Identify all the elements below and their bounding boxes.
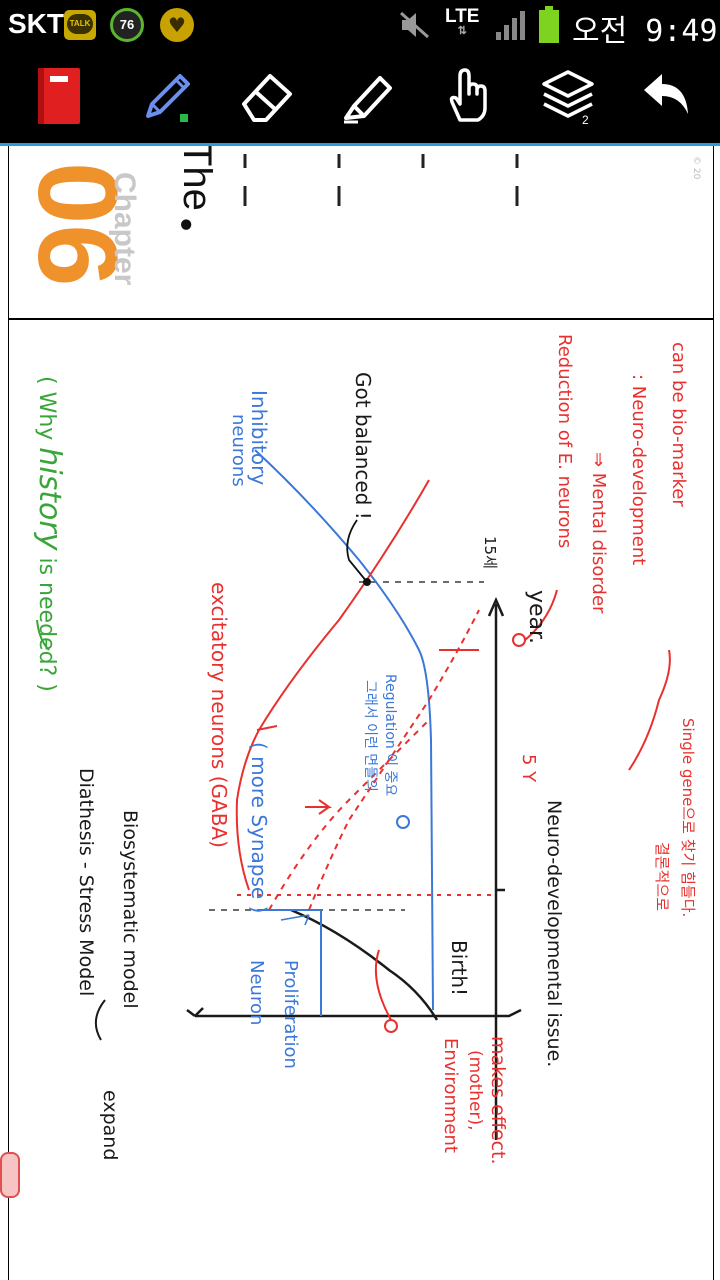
regulation-label-2: Regulation 이 중요: [382, 674, 398, 797]
eraser-icon[interactable]: [236, 64, 300, 128]
diagram-axes: [186, 596, 522, 1140]
expand-note: expand: [99, 1090, 121, 1161]
y-axis-line: [195, 1008, 522, 1018]
battery-icon: [539, 6, 559, 43]
slide-dashes: [243, 154, 519, 206]
pen-icon[interactable]: [136, 64, 200, 128]
conclusion-label-2: Single gene으로 찾기 힘들다.: [679, 718, 697, 918]
mute-icon: [400, 11, 429, 39]
fifteen-tick-label: 15세: [481, 536, 499, 569]
note-page[interactable]: 06 Chapter The • © 20: [0, 146, 720, 1280]
biosystematic-model: Biosystematic model: [119, 810, 141, 1009]
expand-arrow: [94, 999, 106, 1041]
neuron-label: Neuron: [246, 960, 267, 1026]
environment-label-3: makes effect.: [487, 1036, 509, 1165]
five-year-tick-label: 5 Y: [518, 754, 539, 783]
neuro-development-label: : Neuro-development: [628, 374, 649, 566]
diathesis-stress-model: Diathesis - Stress Model: [75, 768, 97, 997]
talk-badge-label: TALK: [67, 14, 93, 34]
got-balanced-label: Got balanced !: [351, 372, 375, 520]
birth-label: Birth!: [447, 940, 471, 997]
toolbar: 2: [0, 50, 720, 146]
lte-indicator: LTE⇅: [445, 6, 480, 37]
status-bar: SKT TALK 76 ♥ LTE⇅ 오전 9:49: [0, 0, 720, 50]
mental-disorder-label: ⇒ Mental disorder: [588, 452, 609, 614]
slide-thumbnail: 06 Chapter The • © 20: [8, 146, 714, 320]
side-panel-handle[interactable]: [0, 1152, 20, 1198]
inhibitory-label-2: neurons: [228, 414, 249, 487]
conclusion-label-1: 결론적으로: [653, 842, 671, 912]
heart-icon: ♥: [160, 8, 194, 42]
more-synapse-label: ( more Synapse ): [247, 742, 271, 914]
signal-icon: [496, 11, 525, 40]
carrier-label: SKT: [8, 8, 64, 39]
inhibitory-curve: [254, 449, 434, 1016]
conclusion-bracket: [628, 649, 671, 771]
clock: 오전 9:49: [572, 14, 718, 49]
inhibitory-label-1: Inhibitory: [247, 390, 271, 486]
x-axis-arrow: [487, 596, 505, 617]
hand-icon[interactable]: [436, 64, 500, 128]
handwritten-notes[interactable]: ( Why history is needed? ) Diathesis - S…: [8, 320, 714, 1280]
balance-arrow: [346, 519, 368, 583]
highlighter-icon[interactable]: [336, 64, 400, 128]
year-label: year.: [524, 590, 549, 645]
environment-label-2: (mother),: [465, 1050, 485, 1131]
environment-label-1: Environment: [440, 1038, 461, 1153]
regulation-label-1: 그래서 이런 면들의: [362, 680, 378, 792]
excitatory-label: excitatory neurons (GABA): [207, 582, 231, 848]
y-axis-arrow: [186, 1007, 204, 1017]
biomarker-label: can be bio-marker: [668, 342, 689, 507]
regulation-bullet-icon: [396, 815, 410, 829]
layers-count: 2: [582, 113, 589, 127]
battery-percent-icon: 76: [110, 8, 144, 42]
undo-icon[interactable]: [634, 64, 698, 128]
why-history-note: ( Why history is needed? ): [32, 376, 67, 692]
reduction-label: Reduction of E. neurons: [554, 334, 575, 549]
layers-icon[interactable]: 2: [536, 64, 600, 128]
neurodevelopmental-issue-label: Neuro-developmental issue.: [543, 800, 565, 1068]
kakaotalk-icon: TALK: [64, 10, 96, 40]
proliferation-label: Proliferation: [280, 960, 301, 1069]
history-word: history: [32, 447, 67, 551]
black-growth-curve: [290, 908, 439, 1021]
excitatory-curve: [235, 479, 496, 911]
environment-bullet-icon: [384, 1019, 398, 1033]
notes-drawing: [36, 449, 671, 1140]
notebook-icon[interactable]: [28, 64, 92, 128]
